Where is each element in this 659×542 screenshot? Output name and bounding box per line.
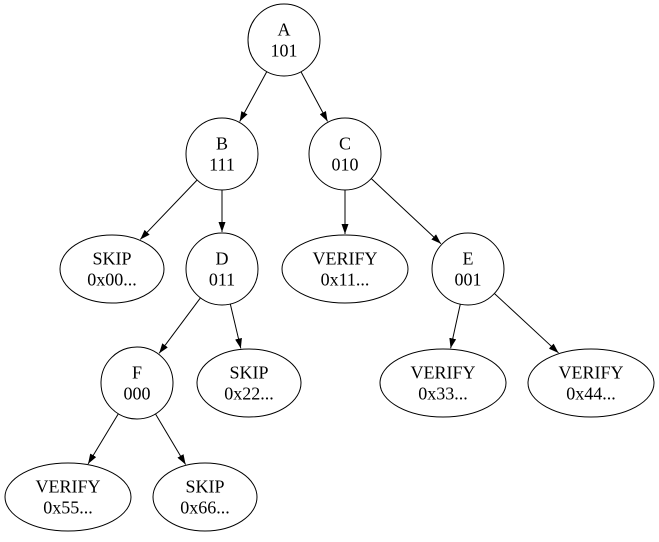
node-ellipse [59, 234, 165, 304]
node-circle [185, 232, 259, 306]
edges-layer [87, 71, 559, 465]
node-label-line: 0x22... [224, 384, 274, 404]
node-label-line: 0x00... [87, 270, 137, 290]
node-label-line: VERIFY [35, 477, 100, 497]
node-ellipse [527, 348, 655, 418]
node-ellipse [152, 462, 258, 532]
node-label-line: D [216, 249, 229, 269]
node-label-line: VERIFY [558, 363, 623, 383]
node-ellipse [4, 462, 132, 532]
node-circle [185, 117, 259, 191]
node-circle [308, 117, 382, 191]
node-label-line: 101 [271, 41, 298, 61]
node-label-line: SKIP [92, 249, 131, 269]
edge-B-to-skip-0x00 [139, 179, 198, 240]
node-ellipse [379, 348, 507, 418]
node-label-line: F [132, 363, 142, 383]
node-label-line: 000 [124, 384, 151, 404]
node-skip-0x66: SKIP0x66... [152, 462, 258, 532]
node-ellipse [196, 348, 302, 418]
node-verify-0x44: VERIFY0x44... [527, 348, 655, 418]
node-verify-0x11: VERIFY0x11... [281, 234, 409, 304]
nodes-layer: A101B111C010SKIP0x00...D011VERIFY0x11...… [4, 3, 655, 532]
node-label-line: 0x66... [180, 498, 230, 518]
node-label-line: 0x11... [321, 270, 370, 290]
node-circle [247, 3, 321, 77]
node-circle [100, 346, 174, 420]
edge-F-to-skip-0x66 [155, 413, 187, 465]
node-label-line: 001 [455, 270, 482, 290]
edge-A-to-C [300, 71, 328, 122]
node-label-line: 0x44... [566, 384, 616, 404]
node-skip-0x22: SKIP0x22... [196, 348, 302, 418]
node-label-line: B [216, 134, 228, 154]
node-label-line: A [278, 20, 291, 40]
node-label-line: 0x33... [418, 384, 468, 404]
node-label-line: VERIFY [312, 249, 377, 269]
node-verify-0x33: VERIFY0x33... [379, 348, 507, 418]
node-label-line: SKIP [185, 477, 224, 497]
node-label-line: VERIFY [410, 363, 475, 383]
node-label-line: SKIP [229, 363, 268, 383]
node-label-line: 010 [332, 155, 359, 175]
edge-F-to-verify-0x55 [87, 413, 119, 465]
edge-D-to-skip-0x22 [229, 303, 242, 349]
edge-D-to-F [158, 297, 201, 354]
edge-E-to-verify-0x44 [494, 293, 559, 354]
node-ellipse [281, 234, 409, 304]
edge-A-to-B [239, 71, 268, 122]
node-verify-0x55: VERIFY0x55... [4, 462, 132, 532]
node-skip-0x00: SKIP0x00... [59, 234, 165, 304]
node-label-line: 0x55... [43, 498, 93, 518]
node-label-line: 011 [209, 270, 235, 290]
node-label-line: C [339, 134, 351, 154]
edge-E-to-verify-0x33 [449, 304, 461, 349]
node-label-line: E [463, 249, 474, 269]
node-circle [431, 232, 505, 306]
edge-C-to-E [370, 178, 442, 245]
node-label-line: 111 [209, 155, 235, 175]
